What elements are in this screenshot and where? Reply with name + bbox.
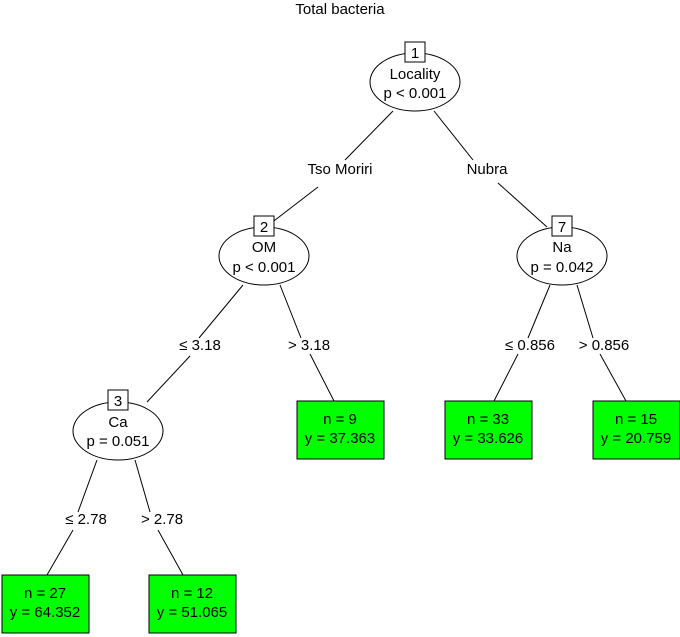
edge-label-na-le: ≤ 0.856 xyxy=(505,337,555,354)
node-id-box xyxy=(107,389,129,411)
leaf-n: n = 27 xyxy=(24,585,66,602)
edge-line-2-leafa xyxy=(279,284,302,339)
node-id-box xyxy=(551,215,573,237)
leaf-box xyxy=(296,400,385,460)
edge-label-om-le: ≤ 3.18 xyxy=(179,337,221,354)
node-p-value: p = 0.042 xyxy=(531,259,594,276)
leaf-y: y = 20.759 xyxy=(601,430,671,447)
leaf-y: y = 33.626 xyxy=(453,430,523,447)
node-id-box xyxy=(253,215,275,237)
leaf-box xyxy=(148,574,237,634)
leaf-n: n = 9 xyxy=(323,411,357,428)
node-p-value: p < 0.001 xyxy=(384,85,447,102)
leaf-box xyxy=(444,400,533,460)
edge-label-ca-gt: > 2.78 xyxy=(141,511,183,528)
edge-label-ca-le: ≤ 2.78 xyxy=(65,511,107,528)
edge-line-1-2a xyxy=(344,110,394,161)
chart-title: Total bacteria xyxy=(295,1,385,18)
edge-line-1-7a xyxy=(433,110,474,161)
node-id: 1 xyxy=(411,45,419,62)
leaf-box xyxy=(592,400,680,460)
inner-node-1: 1 Locality p < 0.001 xyxy=(369,41,461,112)
edge-line-3-leafc xyxy=(134,459,151,513)
edge-line-7-leafc xyxy=(576,284,594,339)
node-id: 7 xyxy=(558,219,566,236)
edge-line-2-3b xyxy=(146,355,191,403)
node-ellipse xyxy=(72,401,164,461)
leaf-box xyxy=(1,574,90,634)
edge-label-om-gt: > 3.18 xyxy=(288,337,330,354)
leaf-y: y = 64.352 xyxy=(10,604,80,621)
edge-labels: Tso Moriri Nubra ≤ 3.18 > 3.18 ≤ 2.78 > … xyxy=(65,161,629,528)
leaf-node-om-gt: n = 9 y = 37.363 xyxy=(296,400,385,460)
node-variable: OM xyxy=(252,239,276,256)
node-variable: Ca xyxy=(108,414,128,431)
edge-line-3-leafa xyxy=(77,459,98,513)
leaf-y: y = 51.065 xyxy=(157,604,227,621)
leaf-y: y = 37.363 xyxy=(305,430,375,447)
tree-edges xyxy=(46,110,627,576)
leaf-node-na-gt: n = 15 y = 20.759 xyxy=(592,400,680,460)
node-variable: Na xyxy=(552,239,572,256)
leaf-n: n = 33 xyxy=(467,411,509,428)
inner-node-2: 2 OM p < 0.001 xyxy=(218,215,310,286)
node-p-value: p < 0.001 xyxy=(233,259,296,276)
leaf-node-ca-le: n = 27 y = 64.352 xyxy=(1,574,90,634)
leaf-node-ca-gt: n = 12 y = 51.065 xyxy=(148,574,237,634)
edge-line-7-leafd xyxy=(599,353,627,402)
edge-line-1-7b xyxy=(497,182,548,228)
node-id-box xyxy=(404,41,426,63)
edge-line-7-leafb xyxy=(493,353,519,402)
edge-label-na-gt: > 0.856 xyxy=(579,337,629,354)
leaf-node-na-le: n = 33 y = 33.626 xyxy=(444,400,533,460)
edge-line-3-leafd xyxy=(157,529,184,576)
node-id: 3 xyxy=(114,393,122,410)
edge-line-1-2b xyxy=(265,186,319,228)
node-id: 2 xyxy=(260,219,268,236)
edge-line-2-3a xyxy=(198,284,244,339)
inner-node-7: 7 Na p = 0.042 xyxy=(516,215,608,286)
node-p-value: p = 0.051 xyxy=(87,433,150,450)
edge-label-nubra: Nubra xyxy=(467,161,509,178)
inner-node-3: 3 Ca p = 0.051 xyxy=(72,389,164,461)
edge-line-7-leafa xyxy=(527,284,551,339)
edge-line-3-leafb xyxy=(46,529,74,576)
edge-line-2-leafb xyxy=(309,353,335,402)
node-variable: Locality xyxy=(390,66,441,83)
edge-label-tso-moriri: Tso Moriri xyxy=(307,161,372,178)
leaf-n: n = 12 xyxy=(171,585,213,602)
leaf-n: n = 15 xyxy=(615,411,657,428)
